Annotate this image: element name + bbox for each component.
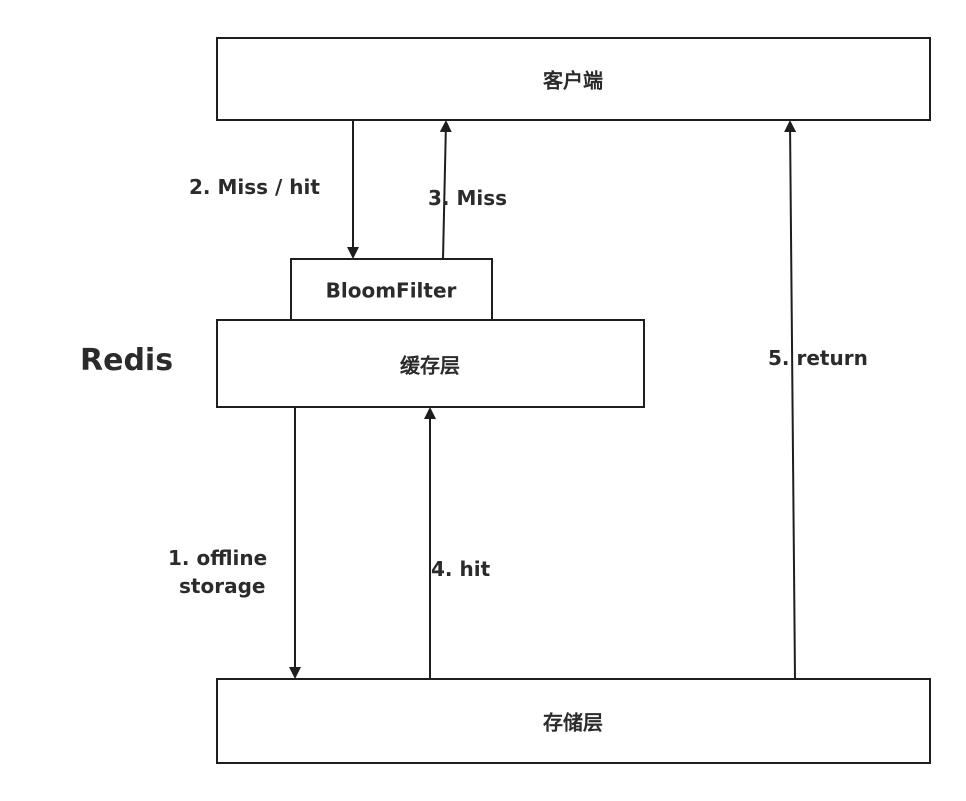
arrow-return	[784, 120, 797, 680]
edge-label-miss-hit: 2. Miss / hit	[189, 175, 320, 199]
storage-layer-box	[216, 678, 931, 764]
edge-label-miss: 3. Miss	[428, 186, 507, 210]
arrow-miss	[439, 120, 452, 260]
edge-label-offline-storage-line2: storage	[179, 574, 265, 598]
edge-label-offline-storage-line1: 1. offline	[168, 546, 267, 570]
redis-group-label: Redis	[80, 343, 173, 378]
bloom-filter-box	[290, 258, 493, 321]
storage-layer-label: 存储层	[543, 711, 603, 735]
bloom-filter-node: BloomFilter	[290, 258, 493, 321]
client-box	[216, 37, 931, 121]
client-node: 客户端	[216, 37, 931, 121]
cache-layer-node: 缓存层	[216, 319, 645, 408]
client-label: 客户端	[542, 69, 603, 93]
cache-layer-label: 缓存层	[400, 354, 460, 378]
edge-label-hit: 4. hit	[431, 557, 491, 581]
cache-layer-box	[216, 319, 645, 408]
edge-label-return: 5. return	[768, 346, 868, 370]
storage-layer-node: 存储层	[216, 678, 931, 764]
bloom-filter-label: BloomFilter	[326, 279, 457, 303]
